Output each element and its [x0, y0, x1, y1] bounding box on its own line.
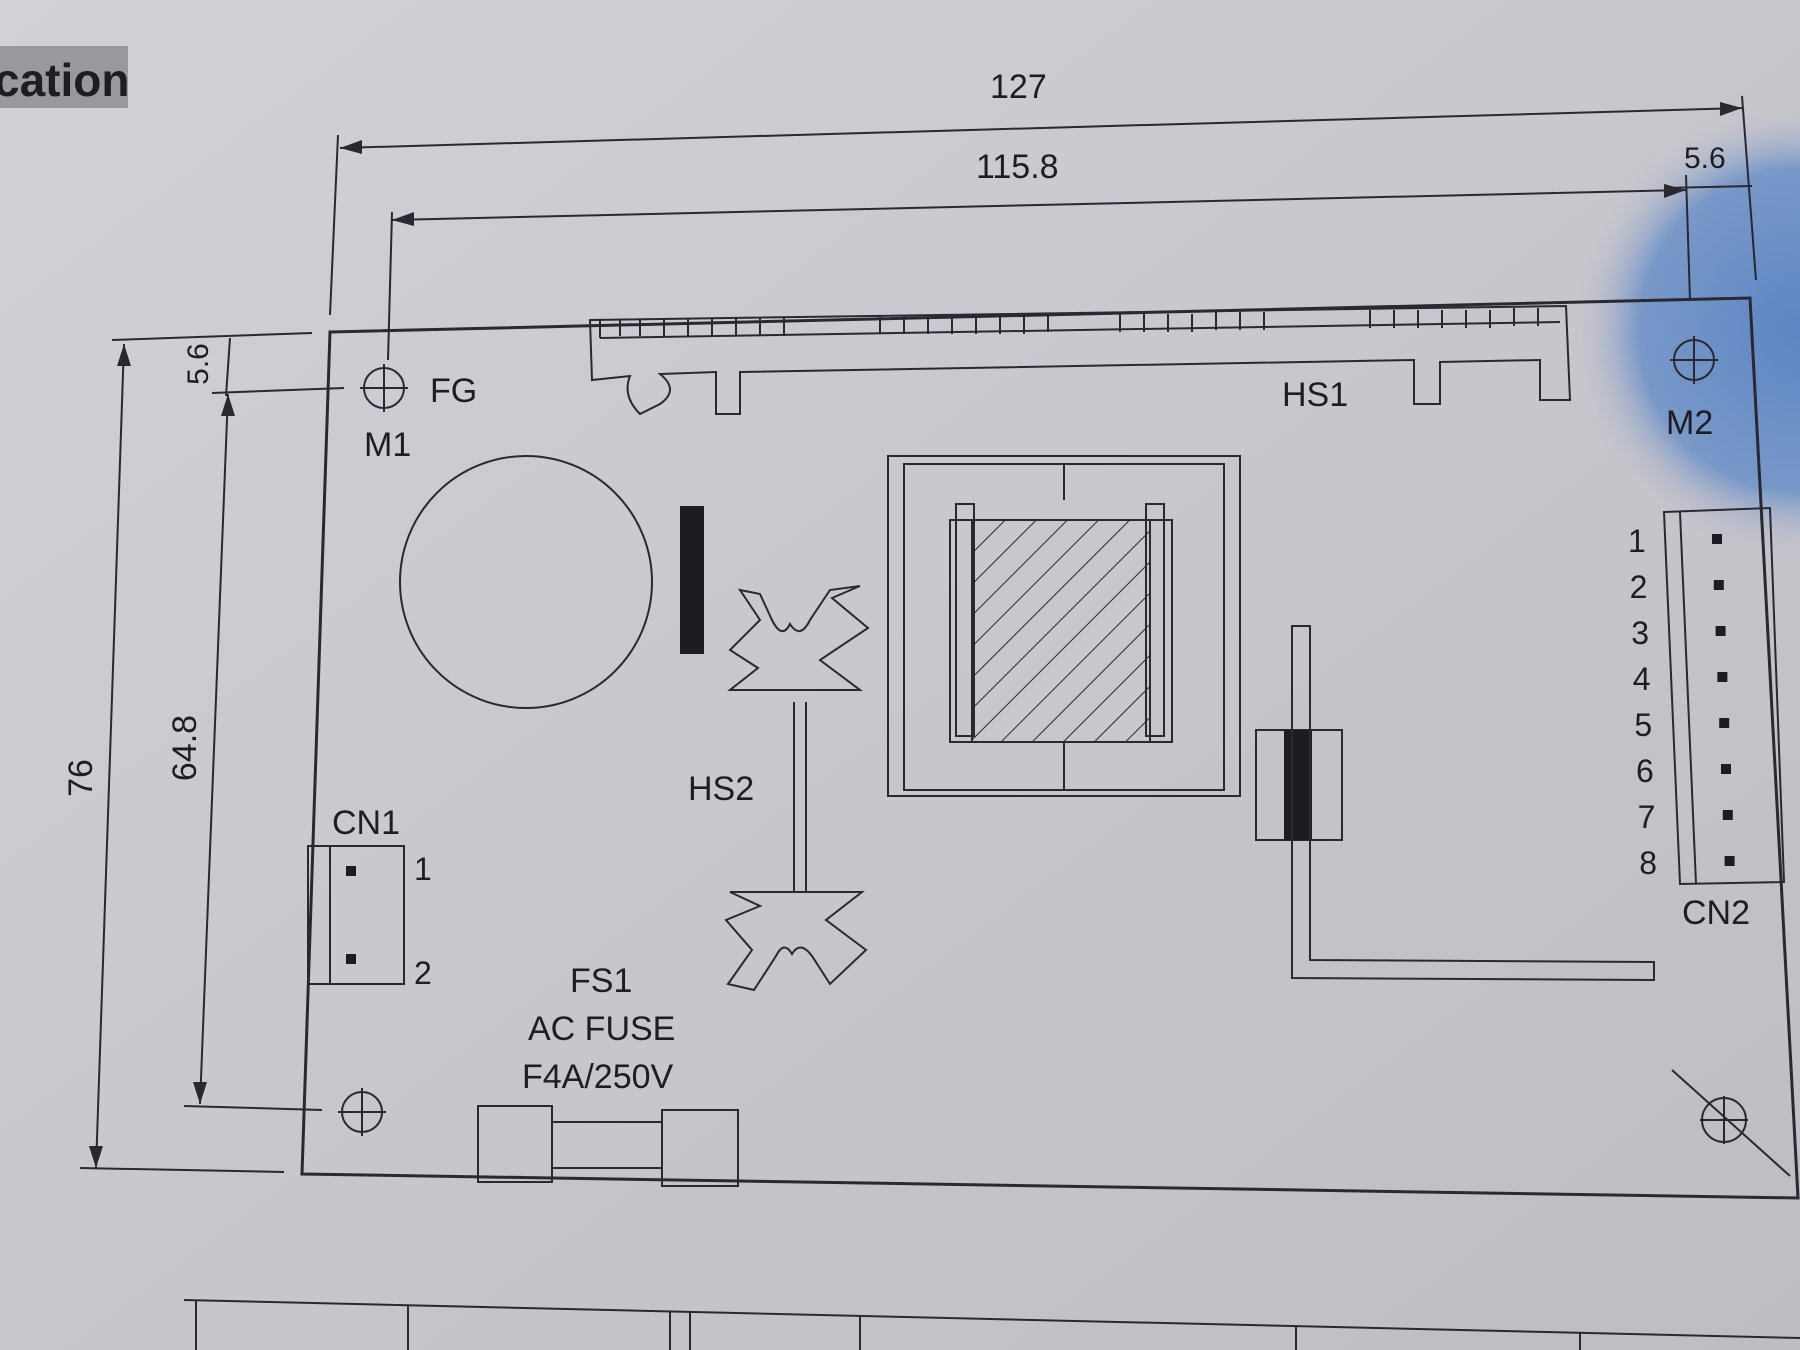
arrow-64-top — [221, 394, 235, 416]
cn2-pin-1: 1 — [1628, 523, 1646, 559]
label-m1: M1 — [364, 426, 411, 464]
inductor-component — [1255, 625, 1655, 982]
dim-label-115-8: 115.8 — [976, 148, 1059, 186]
cn2-pin-2: 2 — [1630, 569, 1648, 605]
label-cn2: CN2 — [1682, 894, 1750, 932]
dim-label-top-5-6: 5.6 — [182, 343, 215, 385]
mount-hole-bottom-left — [338, 1088, 386, 1136]
dim-label-64-8: 64.8 — [166, 715, 204, 781]
cn2-pin-labels: 1 2 3 4 5 6 7 8 — [1628, 523, 1657, 881]
cn2-pin-1-pad — [1712, 534, 1722, 544]
arrow-64-bottom — [193, 1082, 207, 1104]
ext-line-right-inner — [1685, 174, 1691, 301]
dim-line-64-8 — [199, 393, 229, 1105]
ext-line-bottom — [79, 1167, 285, 1173]
label-hs1: HS1 — [1282, 376, 1348, 414]
blue-reflection — [1570, 100, 1800, 560]
dim-line-127 — [339, 107, 1743, 149]
ext-line-m3 — [183, 1105, 323, 1111]
dim-line-top-5-6 — [225, 337, 231, 397]
cn1-pin-1: 1 — [414, 851, 432, 887]
cn2-pin-2-pad — [1713, 580, 1724, 590]
cn2-pin-4-pad — [1717, 672, 1728, 682]
cn2-pin-4: 4 — [1633, 661, 1651, 697]
capacitor — [399, 455, 704, 709]
dim-line-right-5-6 — [1663, 185, 1753, 189]
connector-cn2 — [1662, 506, 1786, 886]
label-fuse-type: AC FUSE — [528, 1010, 675, 1048]
transformer — [887, 455, 1241, 797]
ext-line-left-outer — [329, 134, 339, 316]
arrow-115-left — [392, 212, 414, 226]
label-fuse-rating: F4A/250V — [522, 1058, 674, 1096]
cn1-pin-1-pad — [346, 866, 356, 876]
cn2-pin-3-pad — [1715, 626, 1726, 636]
label-cn1: CN1 — [332, 804, 400, 842]
arrow-127-right — [1720, 102, 1742, 116]
label-fg: FG — [430, 372, 477, 410]
arrow-127-left — [340, 140, 362, 154]
dim-label-127: 127 — [990, 68, 1047, 106]
arrow-76-bottom — [89, 1146, 103, 1168]
cn1-pin-2-pad — [346, 954, 356, 964]
cn2-pin-7: 7 — [1638, 799, 1656, 835]
cn2-pin-8: 8 — [1639, 845, 1657, 881]
dim-line-115-8 — [391, 189, 1687, 221]
heatsink-hs1 — [588, 304, 1572, 416]
cn2-pin-3: 3 — [1631, 615, 1649, 651]
next-drawing-edge — [183, 1299, 1800, 1350]
label-hs2: HS2 — [688, 770, 754, 808]
cn2-pin-8-pad — [1724, 856, 1735, 866]
section-heading-bg — [0, 46, 128, 108]
ext-line-right-outer — [1741, 95, 1757, 281]
cn2-pin-5: 5 — [1634, 707, 1652, 743]
label-fs1: FS1 — [570, 962, 632, 1000]
label-m2: M2 — [1666, 404, 1713, 442]
cn2-pin-6-pad — [1721, 764, 1731, 774]
section-heading: cation — [0, 54, 129, 106]
cn1-pin-2: 2 — [414, 955, 432, 991]
arrow-76-top — [117, 344, 131, 366]
dim-label-76: 76 — [62, 759, 100, 797]
fuse-fs1 — [477, 1105, 739, 1187]
cn2-pads — [1712, 534, 1735, 866]
cn2-pin-7-pad — [1722, 810, 1733, 820]
dim-label-right-5-6: 5.6 — [1684, 142, 1726, 175]
mount-hole-m2 — [1670, 336, 1718, 384]
connector-cn1 — [307, 845, 405, 985]
ext-line-left-inner — [387, 211, 393, 361]
ext-line-m1 — [211, 387, 345, 394]
ext-line-top — [111, 332, 313, 341]
cn2-pin-5-pad — [1719, 718, 1730, 728]
dim-line-76 — [95, 343, 125, 1169]
heatsink-hs2 — [724, 585, 870, 992]
cn2-pin-6: 6 — [1636, 753, 1654, 789]
mount-hole-m1 — [360, 364, 408, 412]
mount-hole-bottom-right — [1671, 1069, 1791, 1177]
